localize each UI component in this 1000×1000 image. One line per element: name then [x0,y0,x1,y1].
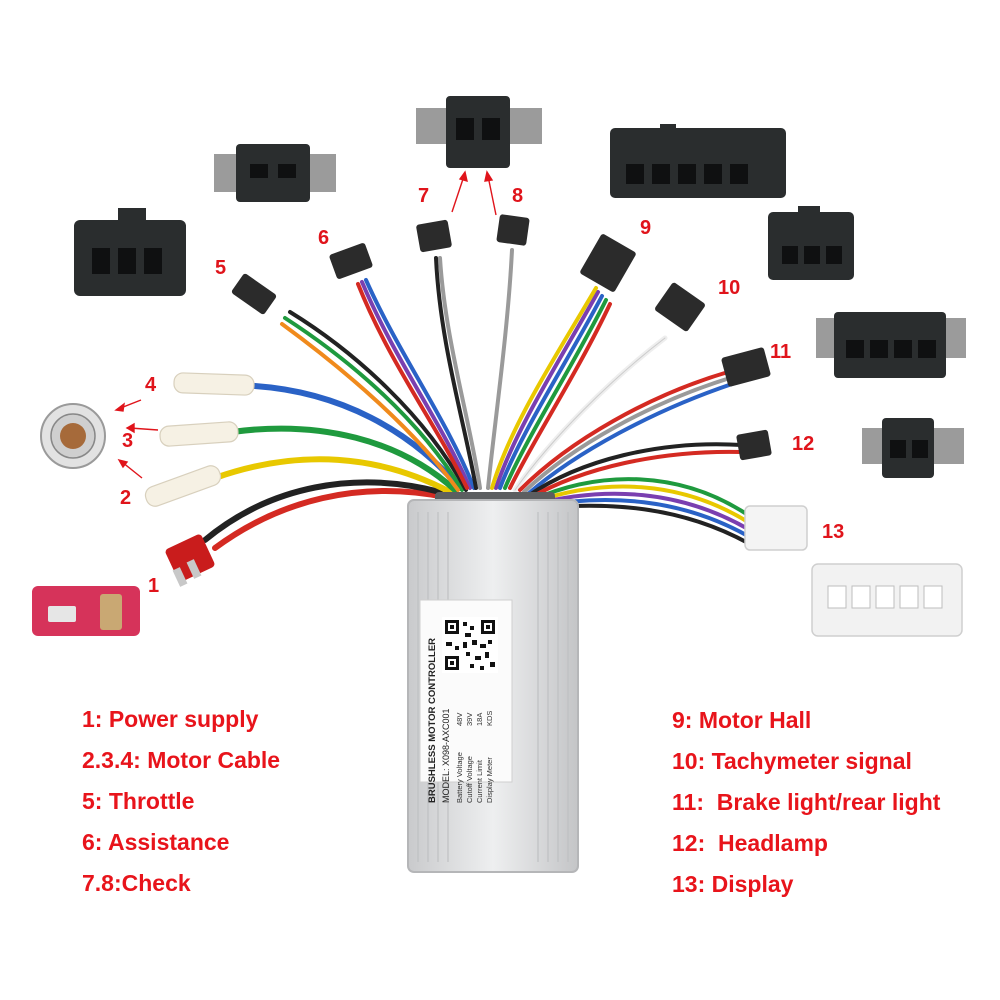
wire-plugs [231,214,772,461]
spec-name-1: Cutoff Voltage [465,756,474,803]
power-t-plug [165,534,215,587]
callout-6: 6 [318,227,330,249]
callout-1: 1 [148,575,160,597]
callout-5: 5 [215,257,227,279]
callout-3: 3 [122,430,134,452]
assistance-plug [329,243,373,279]
callout-8: 8 [512,185,524,207]
controller-title: BRUSHLESS MOTOR CONTROLLER [427,638,438,803]
callout-2: 2 [120,487,132,509]
callout-11: 11 [770,341,792,363]
legend-power-supply: 1: Power supply [82,706,259,732]
legend-headlamp: 12: Headlamp [672,830,828,856]
spec-value-2: 18A [475,713,484,726]
spec-name-0: Battery Voltage [455,752,464,803]
callout-arrows [114,170,497,479]
callout-10: 10 [718,277,741,299]
legend-display: 13: Display [672,871,794,897]
display-socket-closeup [811,563,963,637]
legend-assistance: 6: Assistance [82,829,230,855]
assistance-socket-closeup [214,144,336,202]
motor-bullet-sleeves [144,372,255,507]
spec-name-2: Current Limit [475,759,484,803]
controller-model: MODEL: X098-AXC001 [441,708,451,803]
legend-check: 7.8:Check [82,870,191,896]
headlamp-plug [736,429,772,461]
legend-brake-light: 11: Brake light/rear light [672,789,941,815]
spec-value-1: 39V [465,713,474,726]
brake-socket-closeup [816,312,966,378]
legend-tachymeter: 10: Tachymeter signal [672,748,912,774]
spec-value-0: 48V [455,713,464,726]
motor-socket-closeup [40,403,106,469]
throttle-plug [231,273,277,315]
motor-hall-plug [580,234,636,292]
motor-hall-socket-closeup [610,124,786,198]
callout-7: 7 [418,185,430,207]
check-socket-closeup [416,96,542,168]
throttle-socket-closeup [74,208,186,296]
power-socket-closeup [32,586,140,636]
legend-motor-cable: 2.3.4: Motor Cable [82,747,281,773]
callout-9: 9 [640,217,652,239]
display-plug [744,505,808,551]
controller-box: BRUSHLESS MOTOR CONTROLLER MODEL: X098-A… [407,492,579,873]
callout-4: 4 [145,374,157,396]
check-plug-7 [416,219,452,253]
spec-value-3: KDS [485,711,494,726]
legend-throttle: 5: Throttle [82,788,195,814]
spec-name-3: Display Meter [485,757,494,803]
brake-plug [721,347,771,387]
callout-13: 13 [822,521,845,543]
legend-motor-hall: 9: Motor Hall [672,707,812,733]
callout-12: 12 [792,433,815,455]
check-plug-8 [496,214,530,246]
qr-code [442,617,498,673]
tachymeter-plug [655,282,705,332]
headlamp-socket-closeup [862,418,964,478]
wire-harness [202,248,750,551]
tachymeter-socket-closeup [768,206,854,280]
